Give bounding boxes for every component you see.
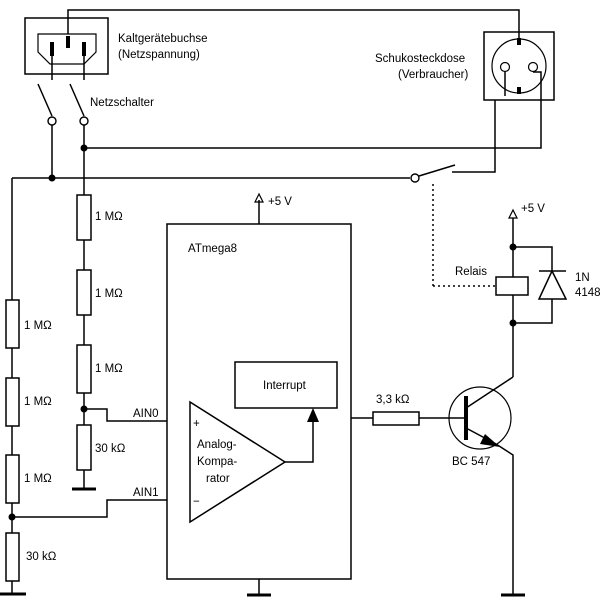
comparator-label-3: rator (206, 473, 230, 485)
ain1-label: AIN1 (133, 487, 159, 499)
relay-and-diode (495, 208, 568, 327)
mcu-label: ATmega8 (188, 243, 237, 255)
resistor-value: 3,3 kΩ (376, 394, 410, 406)
left-divider (0, 299, 190, 596)
mains-switch (37, 83, 89, 126)
resistor-value: 1 MΩ (24, 473, 52, 485)
transistor-label: BC 547 (452, 456, 490, 468)
socket-label: Schukosteckdose (375, 53, 465, 65)
diode-label-2: 4148 (575, 287, 601, 299)
resistor (76, 269, 92, 316)
resistor-value: 1 MΩ (95, 211, 123, 223)
resistor-value: 30 kΩ (95, 443, 126, 455)
junction-dot (48, 174, 56, 182)
mains-wiring (51, 9, 542, 173)
relay-coil (495, 276, 529, 296)
resistor (76, 194, 92, 241)
resistor (5, 454, 20, 504)
socket-sublabel: (Verbraucher) (398, 69, 468, 81)
junction-dot (80, 144, 88, 152)
relay-supply-label: +5 V (521, 203, 545, 215)
resistor (5, 299, 20, 349)
comparator-label-1: Analog- (197, 439, 237, 451)
relay-label: Relais (455, 266, 487, 278)
mains-switch-label: Netzschalter (90, 97, 154, 109)
interrupt-label: Interrupt (263, 380, 307, 392)
comparator-label-2: Kompa- (197, 456, 237, 468)
resistor (5, 377, 20, 427)
resistor-value: 1 MΩ (95, 363, 123, 375)
resistor-value: 30 kΩ (26, 551, 57, 563)
mcu-supply-label: +5 V (268, 196, 292, 208)
resistor-value: 1 MΩ (24, 320, 52, 332)
analog-comparator (189, 400, 319, 524)
comparator-minus: − (193, 496, 200, 508)
power-inlet (24, 17, 109, 75)
schuko-socket (483, 31, 555, 101)
interrupt-block (234, 361, 338, 409)
relay-contact (410, 164, 456, 183)
diode-label-1: 1N (575, 272, 590, 284)
resistor (76, 344, 92, 394)
inlet-label: Kaltgerätebuchse (118, 33, 208, 45)
ain0-label: AIN0 (133, 408, 159, 420)
inlet-sublabel: (Netzspannung) (118, 49, 200, 61)
comparator-plus: + (193, 418, 200, 430)
resistor-value: 1 MΩ (24, 396, 52, 408)
middle-divider (72, 194, 190, 491)
resistor-value: 1 MΩ (95, 288, 123, 300)
resistor (372, 411, 420, 426)
transistor-bc547 (448, 376, 514, 450)
resistor (5, 532, 20, 582)
resistor (76, 424, 92, 471)
